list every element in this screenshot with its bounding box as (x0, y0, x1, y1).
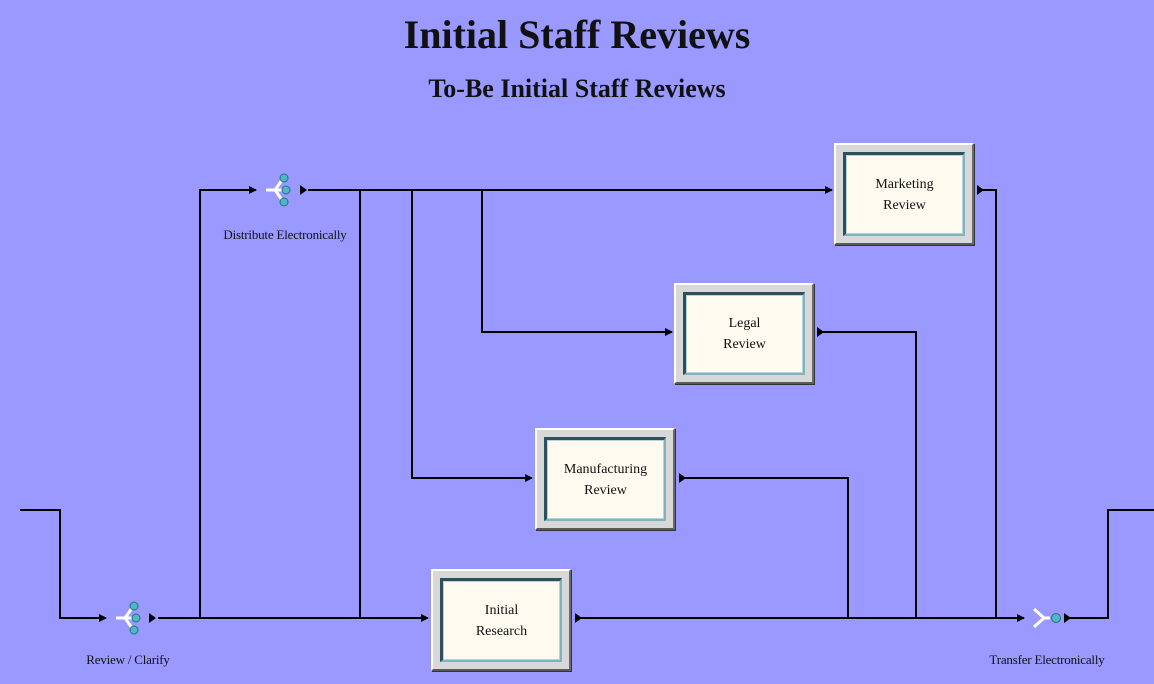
connector-exit (1066, 509, 1154, 619)
gateway-label-transfer: Transfer Electronically (989, 652, 1105, 667)
gateway-label-review-clarify: Review / Clarify (86, 652, 170, 667)
output-port-distribute (300, 185, 307, 195)
connector-manufacturing-out (682, 477, 849, 618)
task-label-line1: Manufacturing (563, 461, 648, 477)
output-port-initial-research (575, 613, 582, 623)
task-label-line2: Review (883, 197, 926, 213)
task-label-line2: Research (475, 623, 528, 639)
task-label-line1: Legal (728, 316, 761, 331)
diagram-title: Initial Staff Reviews (403, 12, 751, 57)
task-legal-review-body: Legal Review (683, 292, 805, 375)
output-port-review-clarify (149, 613, 156, 623)
split-gateway-icon-distribute[interactable] (266, 173, 291, 207)
connector-marketing-out (980, 189, 997, 618)
task-manufacturing-review[interactable]: Manufacturing Review (535, 428, 675, 530)
task-label-line2: Review (584, 482, 627, 498)
connector-to-legal (481, 190, 673, 336)
task-legal-review[interactable]: Legal Review (674, 283, 814, 384)
output-port-transfer (1064, 613, 1071, 623)
gateway-label-distribute: Distribute Electronically (223, 227, 347, 242)
task-initial-research-body: Initial Research (440, 578, 562, 662)
task-manufacturing-review-body: Manufacturing Review (544, 437, 666, 521)
task-label-line1: Initial (484, 602, 519, 618)
join-gateway-icon-transfer[interactable] (1032, 607, 1061, 629)
task-initial-research[interactable]: Initial Research (431, 569, 571, 671)
task-label-line2: Review (723, 337, 766, 352)
connector-entry (20, 509, 107, 622)
connector-to-distribute (199, 186, 257, 618)
output-port-manufacturing (679, 473, 686, 483)
connector-to-manufacturing (411, 190, 533, 482)
diagram-subtitle: To-Be Initial Staff Reviews (428, 74, 726, 103)
output-port-legal (817, 327, 824, 337)
split-gateway-icon-review-clarify[interactable] (116, 601, 141, 635)
task-label-line1: Marketing (875, 176, 934, 192)
output-port-marketing (977, 185, 984, 195)
connector-legal-out (820, 331, 917, 618)
task-marketing-review-body: Marketing Review (843, 152, 965, 236)
task-marketing-review[interactable]: Marketing Review (834, 143, 974, 245)
